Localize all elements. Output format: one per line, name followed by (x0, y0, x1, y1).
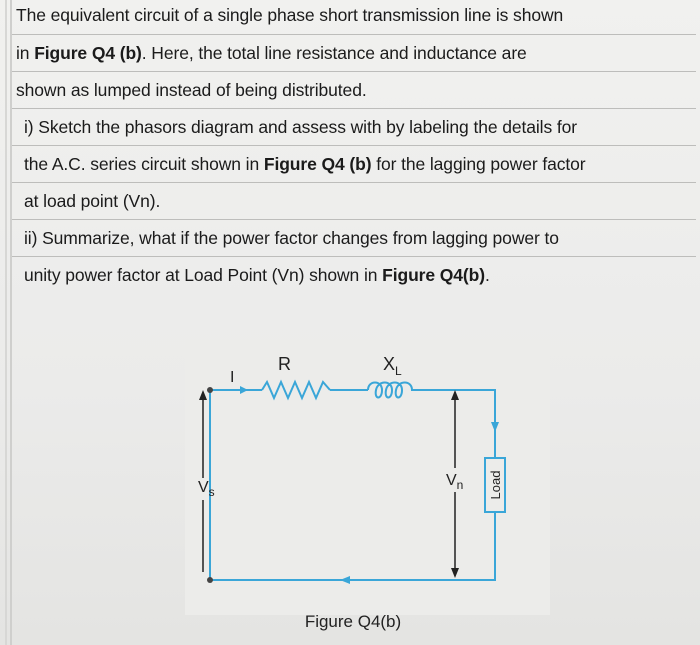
return-current-arrow (340, 576, 350, 584)
question-text: The equivalent circuit of a single phase… (12, 0, 696, 294)
inductor-label: XL (383, 354, 402, 378)
question-line: i) Sketch the phasors diagram and assess… (12, 109, 696, 146)
current-arrow (218, 386, 248, 394)
figure-reference: Figure Q4 (b) (34, 43, 142, 63)
load-voltage-label: Vn (446, 472, 463, 492)
question-line: at load point (Vn). (12, 183, 696, 220)
resistor-symbol (261, 379, 331, 401)
resistor-label: R (278, 354, 291, 374)
figure-reference: Figure Q4(b) (382, 265, 485, 285)
load-box (484, 457, 506, 513)
source-voltage-label: Vs (198, 479, 215, 499)
load-current-arrow (491, 422, 499, 432)
page-margin-line (10, 0, 12, 645)
current-label: I (230, 369, 234, 386)
source-voltage-arrow (199, 390, 207, 572)
load-label: Load (488, 471, 503, 500)
loop-wire (209, 389, 496, 581)
load-voltage-arrow (451, 390, 459, 578)
circuit-diagram: I R XL Vs Vn Load Figure Q4 (185, 340, 550, 631)
source-node-top (207, 387, 213, 393)
question-line: ii) Summarize, what if the power factor … (12, 220, 696, 257)
question-line: unity power factor at Load Point (Vn) sh… (24, 265, 490, 285)
question-line: the A.C. series circuit shown in Figure … (12, 146, 696, 183)
figure-caption: Figure Q4(b) (305, 612, 401, 631)
page-margin-line (5, 0, 7, 645)
question-line: The equivalent circuit of a single phase… (12, 0, 696, 35)
question-line: in Figure Q4 (b). Here, the total line r… (12, 35, 696, 72)
figure-reference: Figure Q4 (b) (263, 154, 372, 174)
inductor-symbol (367, 381, 455, 399)
source-node-bottom (207, 577, 213, 583)
question-line: shown as lumped instead of being distrib… (12, 72, 696, 109)
